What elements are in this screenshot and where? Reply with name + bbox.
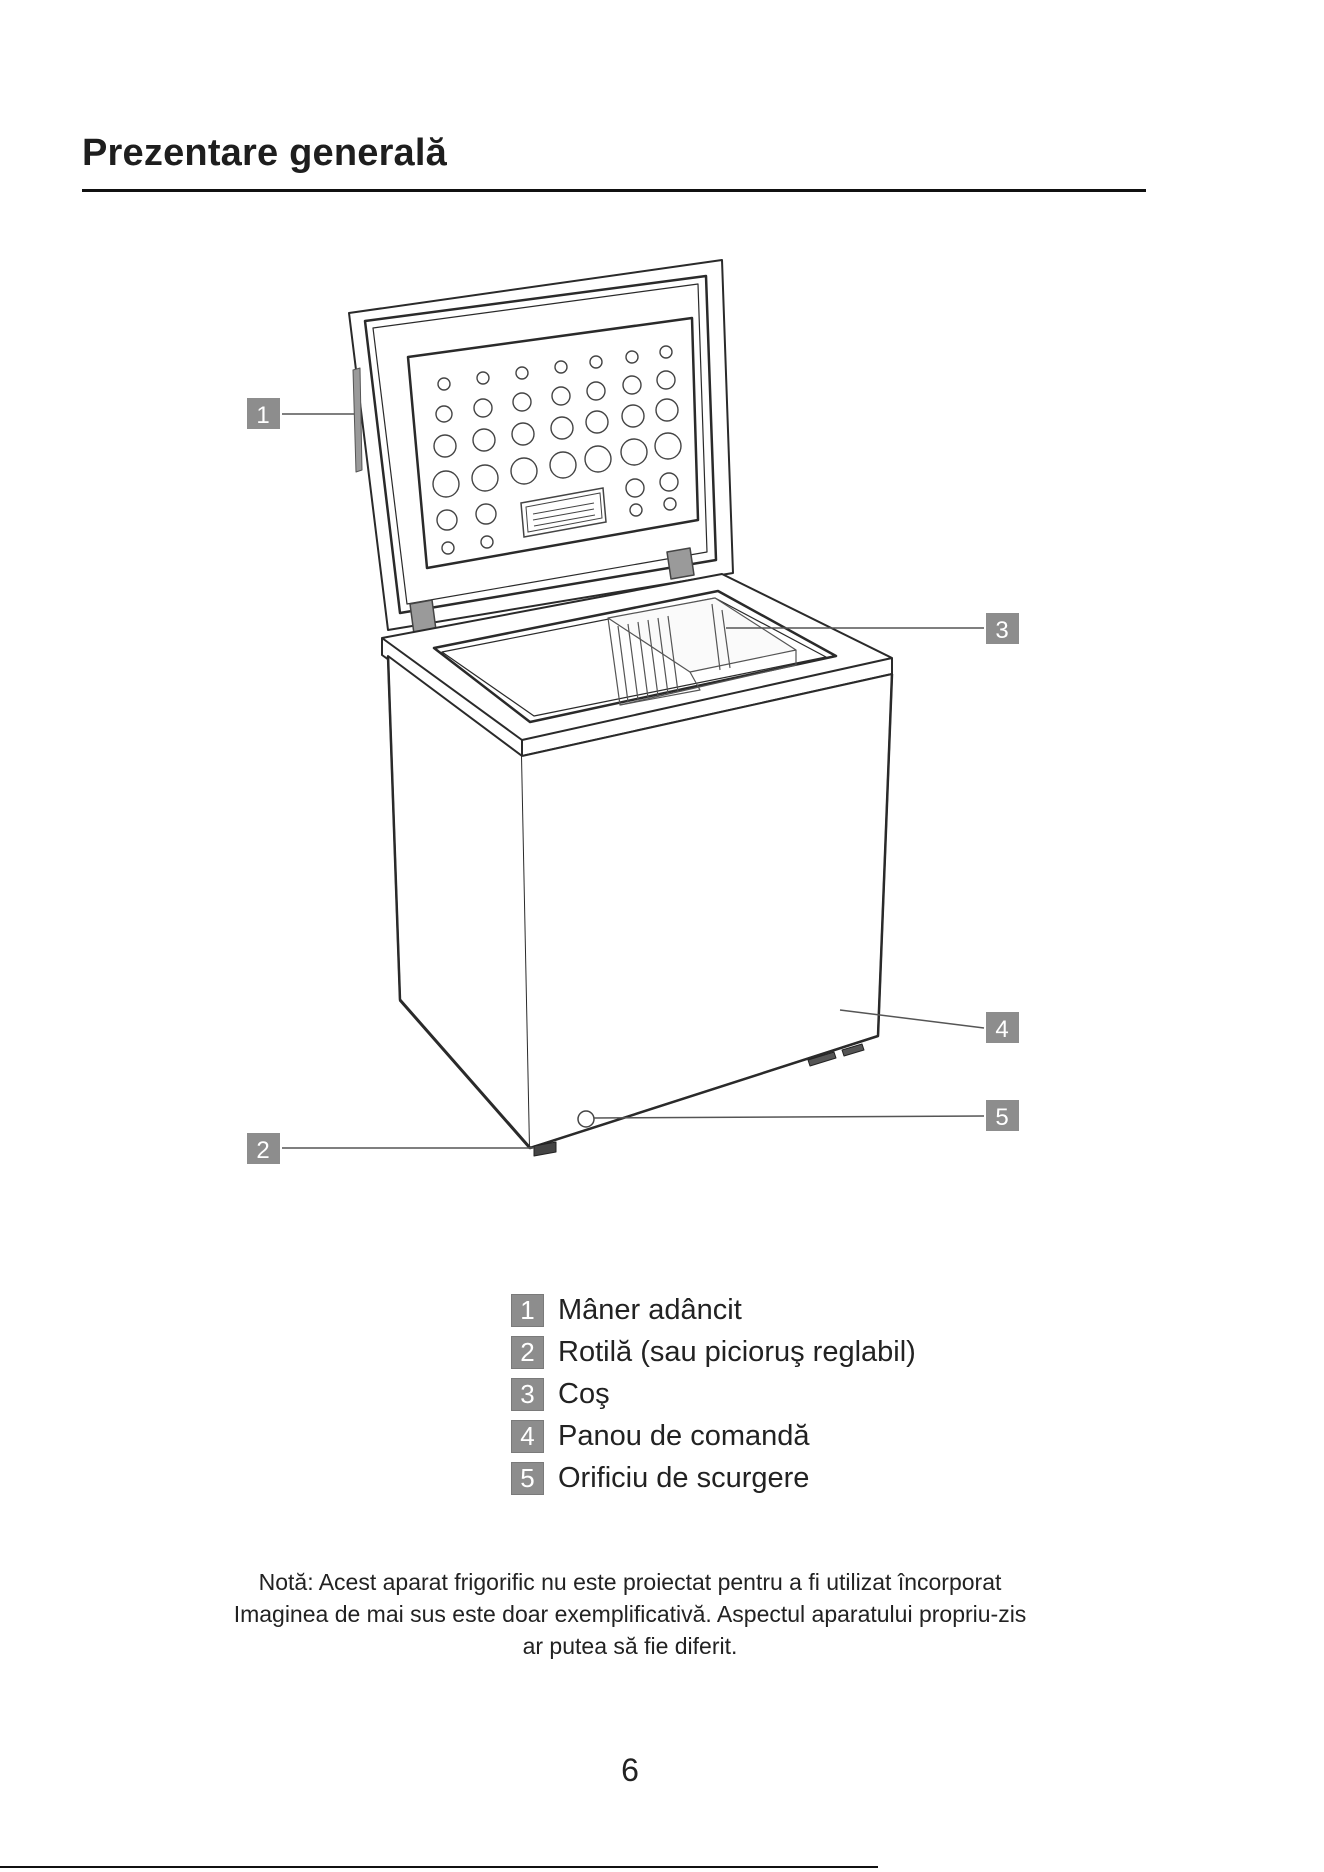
page-number: 6 (621, 1752, 639, 1788)
chest-freezer-illustration: 1 3 4 5 2 (247, 259, 1019, 1164)
svg-text:3: 3 (995, 617, 1008, 644)
lid-rim (363, 274, 718, 615)
title-divider (82, 189, 1146, 192)
caster (533, 1141, 557, 1157)
parts-legend: 1 Mâner adâncit 2 Rotilă (sau picioruş r… (511, 1289, 916, 1499)
footer-divider (0, 1866, 878, 1868)
legend-number: 3 (511, 1377, 544, 1411)
lid-label-plate (520, 487, 607, 538)
cabinet-opening (432, 589, 838, 724)
legend-label: Panou de comandă (558, 1419, 810, 1452)
lid-panel-pattern (432, 345, 682, 555)
note-block: Notă: Acest aparat frigorific nu este pr… (0, 1566, 1260, 1662)
lid-handle (352, 367, 363, 473)
callout-3: 3 (986, 613, 1019, 644)
note-line: Notă: Acest aparat frigorific nu este pr… (258, 1569, 1002, 1595)
legend-label: Rotilă (sau picioruş reglabil) (558, 1335, 916, 1368)
lid-inner-panel (406, 316, 700, 570)
svg-text:1: 1 (256, 402, 269, 429)
legend-item: 4 Panou de comandă (511, 1415, 916, 1457)
callout-1: 1 (247, 398, 280, 429)
drain-hole (577, 1110, 595, 1128)
legend-label: Coş (558, 1377, 610, 1410)
legend-item: 1 Mâner adâncit (511, 1289, 916, 1331)
legend-item: 2 Rotilă (sau picioruş reglabil) (511, 1331, 916, 1373)
legend-label: Orificiu de scurgere (558, 1461, 810, 1494)
legend-item: 3 Coş (511, 1373, 916, 1415)
callout-5: 5 (986, 1100, 1019, 1131)
note-line: ar putea să fie diferit. (522, 1633, 738, 1659)
legend-number: 1 (511, 1293, 544, 1327)
svg-text:5: 5 (995, 1104, 1008, 1131)
page-title: Prezentare generală (82, 132, 447, 174)
note-line: Imaginea de mai sus este doar exemplific… (233, 1601, 1027, 1627)
svg-text:4: 4 (995, 1016, 1008, 1043)
callout-4: 4 (986, 1012, 1019, 1043)
hinge-right (666, 547, 695, 580)
callout-2: 2 (247, 1133, 280, 1164)
legend-item: 5 Orificiu de scurgere (511, 1457, 916, 1499)
control-panel-feet (807, 1051, 837, 1067)
legend-number: 5 (511, 1461, 544, 1495)
cabinet-front-right (521, 673, 893, 1149)
basket (607, 597, 797, 706)
legend-number: 4 (511, 1419, 544, 1453)
svg-text:2: 2 (256, 1137, 269, 1164)
legend-label: Mâner adâncit (558, 1293, 742, 1326)
legend-number: 2 (511, 1335, 544, 1369)
